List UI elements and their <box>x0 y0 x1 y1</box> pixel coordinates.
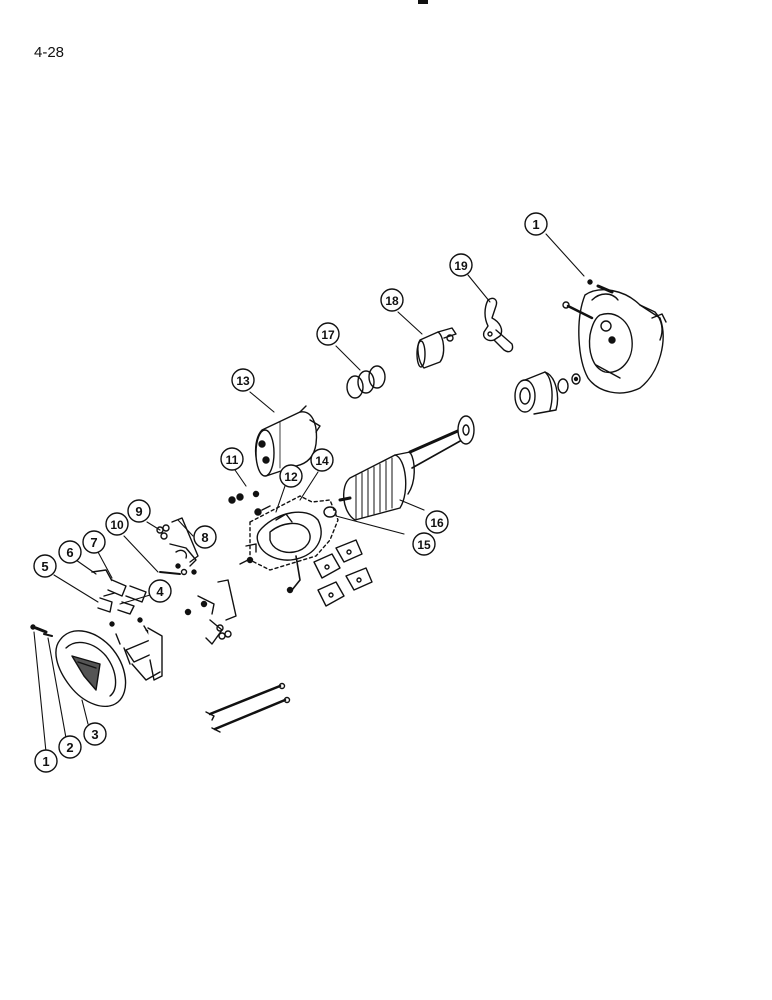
pole-shoes <box>313 539 373 607</box>
page-number: 4-28 <box>34 44 65 61</box>
through-bolts <box>205 682 291 733</box>
svg-text:8: 8 <box>201 530 208 545</box>
svg-text:15: 15 <box>417 538 431 552</box>
svg-text:10: 10 <box>110 518 124 532</box>
callout-1-bottom: 1 <box>34 749 58 773</box>
callout-3: 3 <box>83 722 107 746</box>
field-frame-assembly <box>245 495 339 594</box>
svg-text:5: 5 <box>41 559 48 574</box>
drive-end-housing <box>578 289 667 394</box>
solenoid-switch <box>255 405 321 477</box>
callout-2: 2 <box>58 735 82 759</box>
commutator-end-cover <box>55 630 127 707</box>
callout-7: 7 <box>82 530 106 554</box>
spring-rings <box>346 365 386 399</box>
svg-text:6: 6 <box>66 545 73 560</box>
callout-18: 18 <box>380 288 404 312</box>
svg-text:2: 2 <box>66 740 73 755</box>
solenoid-plunger <box>416 327 457 369</box>
svg-text:17: 17 <box>321 328 335 342</box>
callout-17: 17 <box>316 322 340 346</box>
housing-pin <box>587 279 614 294</box>
callout-12: 12 <box>279 464 303 488</box>
svg-text:11: 11 <box>226 453 239 467</box>
svg-text:13: 13 <box>236 374 250 388</box>
callout-1-top: 1 <box>524 212 548 236</box>
svg-text:7: 7 <box>90 535 97 550</box>
svg-text:16: 16 <box>430 516 444 530</box>
housing-bolt <box>562 301 594 320</box>
brush-bracket-lower <box>184 579 237 645</box>
callout-4: 4 <box>148 579 172 603</box>
callout-16: 16 <box>425 510 449 534</box>
svg-text:19: 19 <box>454 259 468 273</box>
shift-lever <box>482 297 514 353</box>
svg-text:12: 12 <box>284 470 298 484</box>
svg-text:1: 1 <box>532 217 539 232</box>
callout-10: 10 <box>105 512 129 536</box>
pin-and-washer-left <box>30 624 53 637</box>
brushes-and-springs <box>91 568 188 645</box>
svg-text:3: 3 <box>91 727 98 742</box>
callout-5: 5 <box>33 554 57 578</box>
drive-pinion <box>514 371 581 415</box>
armature <box>323 415 475 521</box>
screws-11 <box>228 490 260 565</box>
svg-text:18: 18 <box>385 294 399 308</box>
top-edge-mark <box>418 0 428 4</box>
callout-13: 13 <box>231 368 255 392</box>
svg-text:4: 4 <box>156 584 164 599</box>
callout-8: 8 <box>193 525 217 549</box>
brush-group-lower <box>123 627 163 681</box>
svg-text:9: 9 <box>135 504 142 519</box>
brush-bracket-8 <box>156 517 199 575</box>
svg-text:14: 14 <box>315 454 329 468</box>
svg-text:1: 1 <box>42 754 49 769</box>
callout-19: 19 <box>449 253 473 277</box>
callout-11: 11 <box>220 447 244 471</box>
callout-6: 6 <box>58 540 82 564</box>
callout-14: 14 <box>310 448 334 472</box>
callout-15: 15 <box>412 532 436 556</box>
callout-9: 9 <box>127 499 151 523</box>
leader-lines <box>33 233 585 753</box>
